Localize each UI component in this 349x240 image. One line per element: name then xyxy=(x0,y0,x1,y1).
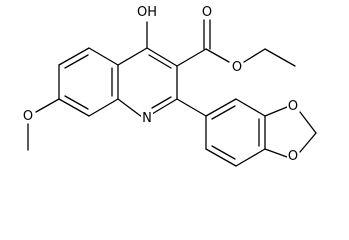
atom-label-dioxole-o-top: O xyxy=(288,99,298,114)
bond-ar3-otop xyxy=(264,106,288,117)
bond-c2-n-inner xyxy=(151,96,172,109)
atom-label-carbonyl-o: O xyxy=(202,5,212,20)
bond-c7-ome xyxy=(35,98,60,113)
bond-c2-n xyxy=(151,98,178,115)
bond-c4-c3 xyxy=(146,47,178,67)
bond-c8-c8a xyxy=(88,98,119,117)
bond-ch2-ch3 xyxy=(264,48,296,67)
bond-c2-aryl xyxy=(176,98,207,117)
bond-ch2-obottom xyxy=(299,132,317,153)
atom-labels: OH O O O N O O xyxy=(22,3,299,164)
atom-label-dioxole-o-bottom: O xyxy=(288,149,298,164)
bond-ar1-ar2-inner xyxy=(211,105,236,120)
bond-c5-c6-inner xyxy=(64,54,89,69)
atom-label-methoxy-o: O xyxy=(23,109,33,124)
bond-c7-c8 xyxy=(58,98,90,117)
bond-obottom-ar4 xyxy=(264,148,288,158)
bond-ar5-ar6-inner xyxy=(211,145,236,160)
bond-c7-c8-inner xyxy=(64,95,89,110)
atom-label-oh: OH xyxy=(137,5,157,20)
bond-ar2-ar3 xyxy=(235,98,266,117)
bond-carbonyl-oester xyxy=(205,48,230,63)
bond-otop-ch2 xyxy=(299,111,317,134)
bond-c4a-c5 xyxy=(88,47,119,66)
atom-label-ester-o: O xyxy=(232,60,242,75)
atom-label-n: N xyxy=(142,111,152,126)
bond-ar4-ar5 xyxy=(235,148,266,167)
bond-ar5-ar6 xyxy=(205,148,237,167)
molecule-diagram: OH O O O N O O xyxy=(22,3,317,167)
bonds xyxy=(27,19,317,167)
bond-c5-c6 xyxy=(58,47,90,66)
bond-ar1-ar2 xyxy=(205,98,237,117)
bond-n-c8a xyxy=(117,98,143,118)
bond-c3-carbonyl xyxy=(176,48,207,67)
bond-oester-ch2 xyxy=(243,48,266,63)
bond-c4-c3-inner xyxy=(148,54,172,69)
bond-c4-c4a xyxy=(117,47,148,66)
